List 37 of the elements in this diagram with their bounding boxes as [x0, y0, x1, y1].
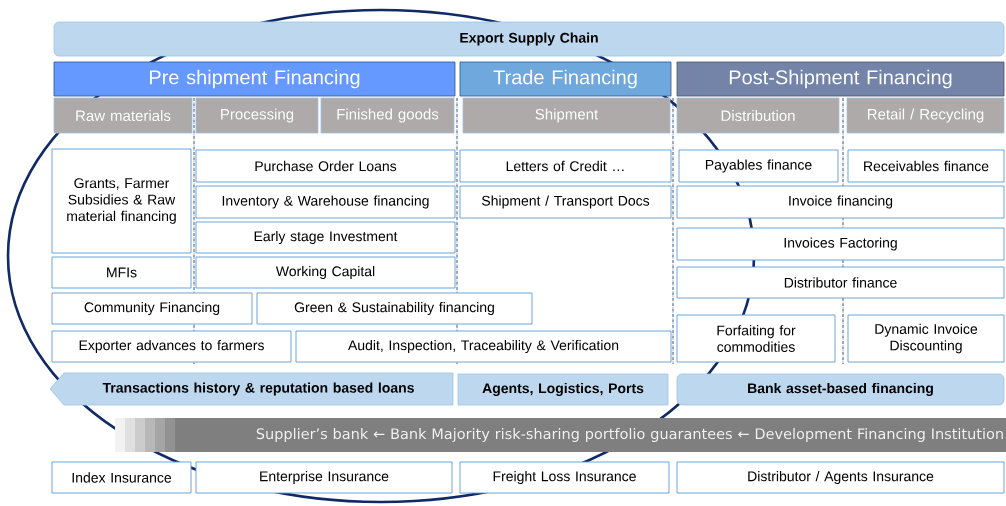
insurance-box: Index Insurance	[51, 461, 192, 494]
stage-label: Raw materials	[53, 97, 193, 134]
financing-box: Inventory & Warehouse financing	[195, 185, 456, 219]
financing-box: Early stage Investment	[195, 221, 456, 254]
financing-box: MFIs	[51, 256, 192, 289]
phase-header: Trade Financing	[459, 61, 672, 97]
stage-label: Retail / Recycling	[846, 97, 1005, 134]
phase-header: Pre shipment Financing	[53, 61, 456, 97]
financing-box: Exporter advances to farmers	[51, 330, 292, 363]
financing-box: Dynamic Invoice Discounting	[847, 314, 1005, 363]
banner: Export Supply Chain	[53, 21, 1005, 57]
financing-box: Receivables finance	[847, 149, 1005, 183]
banner: Bank asset-based financing	[676, 373, 1005, 406]
financing-box: Invoices Factoring	[676, 227, 1005, 261]
financing-box: Distributor finance	[676, 266, 1005, 299]
financing-box: Forfaiting for commodities	[676, 314, 836, 363]
stage-label: Processing	[195, 97, 319, 134]
stage-label: Shipment	[462, 97, 671, 134]
financing-box: Community Financing	[51, 292, 253, 325]
insurance-box: Enterprise Insurance	[195, 461, 453, 494]
financing-box: Grants, Farmer Subsidies & Raw material financing	[51, 148, 192, 254]
financing-box: Shipment / Transport Docs	[459, 185, 672, 219]
financing-box: Green & Sustainability financing	[256, 292, 533, 325]
insurance-box: Distributor / Agents Insurance	[676, 461, 1005, 494]
stage-label: Finished goods	[320, 97, 455, 134]
financing-box: Payables finance	[678, 149, 839, 183]
financing-box: Working Capital	[195, 256, 456, 289]
insurance-box: Freight Loss Insurance	[459, 461, 670, 494]
phase-header: Post-Shipment Financing	[676, 61, 1005, 97]
financing-box: Purchase Order Loans	[195, 149, 456, 183]
financing-box: Audit, Inspection, Traceability & Verification	[295, 330, 672, 363]
stage-label: Distribution	[676, 97, 840, 134]
financing-box: Invoice financing	[676, 185, 1005, 219]
arrow-banner: Transactions history & reputation based loans	[49, 372, 454, 406]
guarantee-band: Supplier’s bank ← Bank Majority risk-sharing portfolio guarantees ← Development Financing Institution	[115, 418, 1006, 452]
banner: Agents, Logistics, Ports	[457, 373, 669, 406]
financing-box: Letters of Credit …	[459, 149, 672, 183]
